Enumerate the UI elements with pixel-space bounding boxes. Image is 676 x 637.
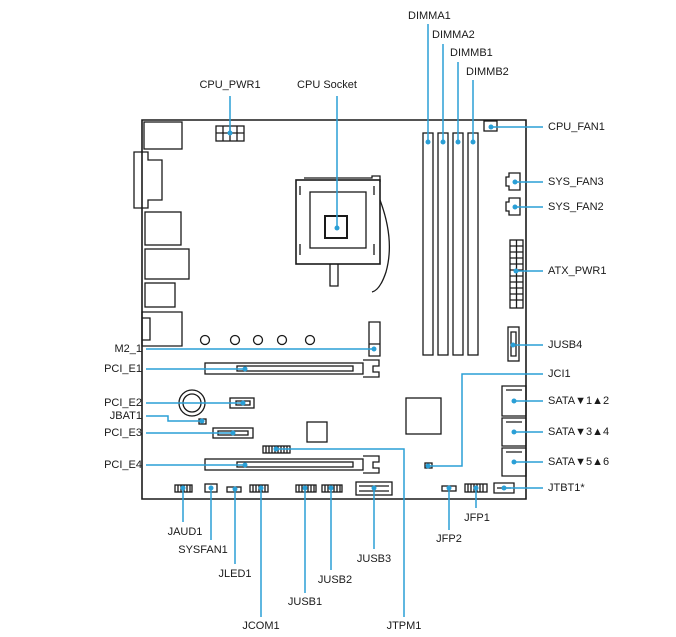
- label-pci-e3: PCI_E3: [104, 427, 142, 439]
- label-sys-fan3: SYS_FAN3: [548, 176, 604, 188]
- board-outline: [141, 119, 527, 500]
- label-jusb2: JUSB2: [317, 574, 353, 586]
- label-jusb3: JUSB3: [356, 553, 392, 565]
- label-cpu-pwr1: CPU_PWR1: [199, 79, 261, 91]
- sys-fan2-header: [505, 197, 521, 216]
- label-dimma1: DIMMA1: [408, 10, 451, 22]
- label-sata56: SATA▼5▲6: [548, 456, 610, 468]
- label-jtpm1: JTPM1: [386, 620, 422, 632]
- mounting-hole: [276, 334, 288, 346]
- label-m2-1: M2_1: [114, 343, 142, 355]
- label-sysfan1: SYSFAN1: [178, 544, 228, 556]
- rear-io-display: [133, 151, 163, 209]
- label-jusb1: JUSB1: [287, 596, 323, 608]
- mounting-hole: [229, 334, 241, 346]
- label-cpu-socket: CPU Socket: [297, 79, 357, 91]
- label-dimmb2: DIMMB2: [466, 66, 509, 78]
- label-jci1: JCI1: [548, 368, 571, 380]
- leader-jbat1: [146, 415, 202, 422]
- label-jbat1: JBAT1: [109, 410, 142, 422]
- leader-jtpm1: [276, 448, 405, 617]
- rear-io-usb-2: [144, 248, 190, 280]
- pci-e1-latch: [363, 359, 380, 378]
- cpu-socket-core: [324, 215, 348, 239]
- chipset: [405, 397, 442, 435]
- jusb4-header: [507, 326, 520, 362]
- label-atx-pwr1: ATX_PWR1: [548, 265, 607, 277]
- pci-e4-latch: [363, 455, 380, 474]
- label-jfp2: JFP2: [436, 533, 462, 545]
- rear-io-usb-1: [144, 211, 182, 246]
- label-jcom1: JCOM1: [242, 620, 280, 632]
- label-jaud1: JAUD1: [167, 526, 203, 538]
- rear-io-ps2: [143, 121, 183, 150]
- label-sys-fan2: SYS_FAN2: [548, 201, 604, 213]
- sata12-connector: [501, 385, 527, 417]
- cpu-fan1-header: [483, 120, 498, 132]
- sys-fan3-header: [505, 172, 521, 191]
- label-pci-e2: PCI_E2: [104, 397, 142, 409]
- cpu-socket-inner: [309, 191, 367, 249]
- leader-jci1: [428, 373, 543, 467]
- small-ic: [306, 421, 328, 443]
- label-jusb4: JUSB4: [548, 339, 583, 351]
- label-dimma2: DIMMA2: [432, 29, 475, 41]
- sata34-connector: [501, 417, 527, 447]
- label-dimmb1: DIMMB1: [450, 47, 493, 59]
- jusb1-header: [295, 484, 317, 493]
- mounting-hole: [252, 334, 264, 346]
- mounting-hole: [199, 334, 211, 346]
- rear-io-audio: [141, 311, 183, 347]
- label-cpu-fan1: CPU_FAN1: [548, 121, 605, 133]
- label-pci-e4: PCI_E4: [104, 459, 142, 471]
- m2-1-slot: [368, 321, 381, 357]
- label-jtbt1: JTBT1*: [548, 482, 585, 494]
- rear-io-usb-3: [144, 282, 176, 308]
- sata56-connector: [501, 447, 527, 477]
- label-sata34: SATA▼3▲4: [548, 426, 610, 438]
- cpu-socket-lever: [304, 175, 390, 293]
- label-jled1: JLED1: [218, 568, 252, 580]
- label-sata12: SATA▼1▲2: [548, 395, 610, 407]
- mounting-hole: [304, 334, 316, 346]
- jusb2-header: [321, 484, 343, 493]
- label-pci-e1: PCI_E1: [104, 363, 142, 375]
- label-jfp1: JFP1: [464, 512, 490, 524]
